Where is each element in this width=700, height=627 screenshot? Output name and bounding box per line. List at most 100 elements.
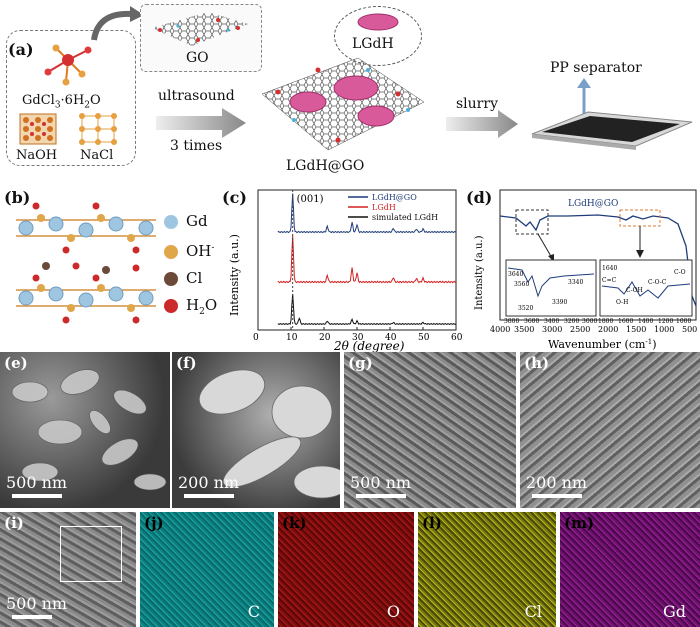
ultrasound-arrow [156,108,246,138]
sem-label-g: (g) [348,354,373,372]
separator-label: PP separator [550,60,642,76]
eds-selection-box [60,526,122,582]
legend-cl: Cl [164,265,217,292]
sem-label-f: (f) [176,354,197,372]
gdcl3-structure [44,44,92,86]
xrd-tick-label: 60 [451,333,462,343]
xrd-annotation: (001) [297,194,324,205]
composite-label: LGdH@GO [286,158,365,174]
ftir-tick-4000: 4000 [490,325,510,334]
ftir-tick-1500: 1500 [626,325,646,334]
sem-image-g: (g) 500 nm [344,352,516,508]
eds-map-c: (j) C [140,512,274,627]
xrd-series-0 [277,193,457,234]
xrd-tick-label: 50 [418,333,430,343]
times-label: 3 times [170,138,223,154]
inset2-label-coc: C-O-C [648,279,667,286]
xrd-legend-label: simulated LGdH [372,213,438,222]
legend-gd: Gd [164,208,217,235]
lgdh-disk [357,13,399,31]
sem-label-e: (e) [4,354,28,372]
ftir-tick-2500: 2500 [570,325,590,334]
sem-image-f: (f) 200 nm [172,352,340,508]
inset2-tick-3: 1200 [658,318,673,325]
gdcl3-label: GdCl3·6H2O [22,93,101,111]
map-label-i: (i) [4,514,24,532]
panel-label-a: (a) [8,40,34,59]
xrd-legend-label: LGdH@GO [372,193,417,202]
separator-arrow [577,78,591,114]
map-label-m: (m) [564,514,595,532]
map-element-o: O [386,602,400,621]
eds-map-gd: (m) Gd [560,512,700,627]
ftir-line [499,214,697,307]
map-label-j: (j) [144,514,164,532]
eds-map-o: (k) O [278,512,414,627]
ftir-tick-3000: 3000 [542,325,562,334]
inset2-label-co: C-O [674,269,686,276]
inset2-label-coh: C-OH [626,287,643,294]
map-element-cl: Cl [524,602,542,621]
sem-label-h: (h) [524,354,550,372]
sem-scale-e: 500 nm [6,473,68,492]
go-label: GO [186,50,209,66]
sem-scalebar-e [12,494,62,498]
sem-image-e: (e) 500 nm [0,352,170,508]
inset1-tick-2: 3400 [544,318,559,325]
sem-scale-f: 200 nm [178,473,240,492]
inset2-tick-2: 1400 [638,318,653,325]
inset1-peak-3390: 3390 [552,299,567,306]
xrd-tick-label: 10 [286,333,298,343]
lgdh-bubble [334,6,422,66]
eds-sem-image-i: (i) 500 nm [0,512,136,627]
inset1-tick-4: 3000 [582,318,597,325]
ftir-tick-2000: 2000 [598,325,618,334]
xrd-tick-label: 0 [253,333,259,343]
panel-label-b: (b) [4,188,31,207]
inset2-label-oh: O-H [616,299,628,306]
ultrasound-label: ultrasound [158,88,235,104]
naoh-structure [19,113,57,145]
map-scalebar-i [12,615,52,619]
ftir-series-label: LGdH@GO [568,199,618,209]
nacl-structure [79,113,117,145]
ftir-chart: LGdH@GO 3640 3560 3520 3390 3340 3800 36… [474,189,697,351]
map-element-c: C [247,602,260,621]
nacl-label: NaCl [80,148,114,163]
sem-image-h: (h) 200 nm [520,352,700,508]
map-scale-i: 500 nm [6,594,68,613]
inset1-peak-3520: 3520 [518,305,533,312]
curved-arrow [91,6,144,41]
sem-scalebar-g [356,494,406,498]
ftir-ylabel: Intensity (a.u.) [474,235,485,310]
legend-b: Gd OH- Cl H2O [164,208,217,326]
xrd-series-2 [277,293,457,326]
lgdh-go-composite [261,57,425,151]
sem-scalebar-h [532,494,582,498]
ftir-tick-1000: 1000 [654,325,674,334]
xrd-legend-label: LGdH [372,203,396,212]
inset2-label-cc: C=C [602,277,617,284]
map-element-gd: Gd [662,602,686,621]
eds-map-cl: (l) Cl [418,512,556,627]
xrd-tick-label: 30 [352,333,364,343]
inset1-peak-3560: 3560 [514,281,529,288]
xrd-xlabel: 2θ (degree) [333,339,405,352]
panel-label-c: (c) [222,188,247,207]
inset1-tick-1: 3600 [524,318,539,325]
pp-separator [531,111,693,150]
reagents-box [6,30,136,166]
sem-scalebar-f [184,494,234,498]
sem-scale-g: 500 nm [350,473,412,492]
map-label-k: (k) [282,514,307,532]
slurry-arrow [446,110,518,138]
inset1-peak-3640: 3640 [508,271,523,278]
go-sheet [152,12,248,46]
legend-oh: OH- [164,235,217,265]
legend-h2o: H2O [164,292,217,326]
xrd-tick-label: 40 [385,333,397,343]
naoh-label: NaOH [16,148,58,163]
ftir-tick-3500: 3500 [514,325,534,334]
inset2-tick-4: 1000 [676,318,691,325]
